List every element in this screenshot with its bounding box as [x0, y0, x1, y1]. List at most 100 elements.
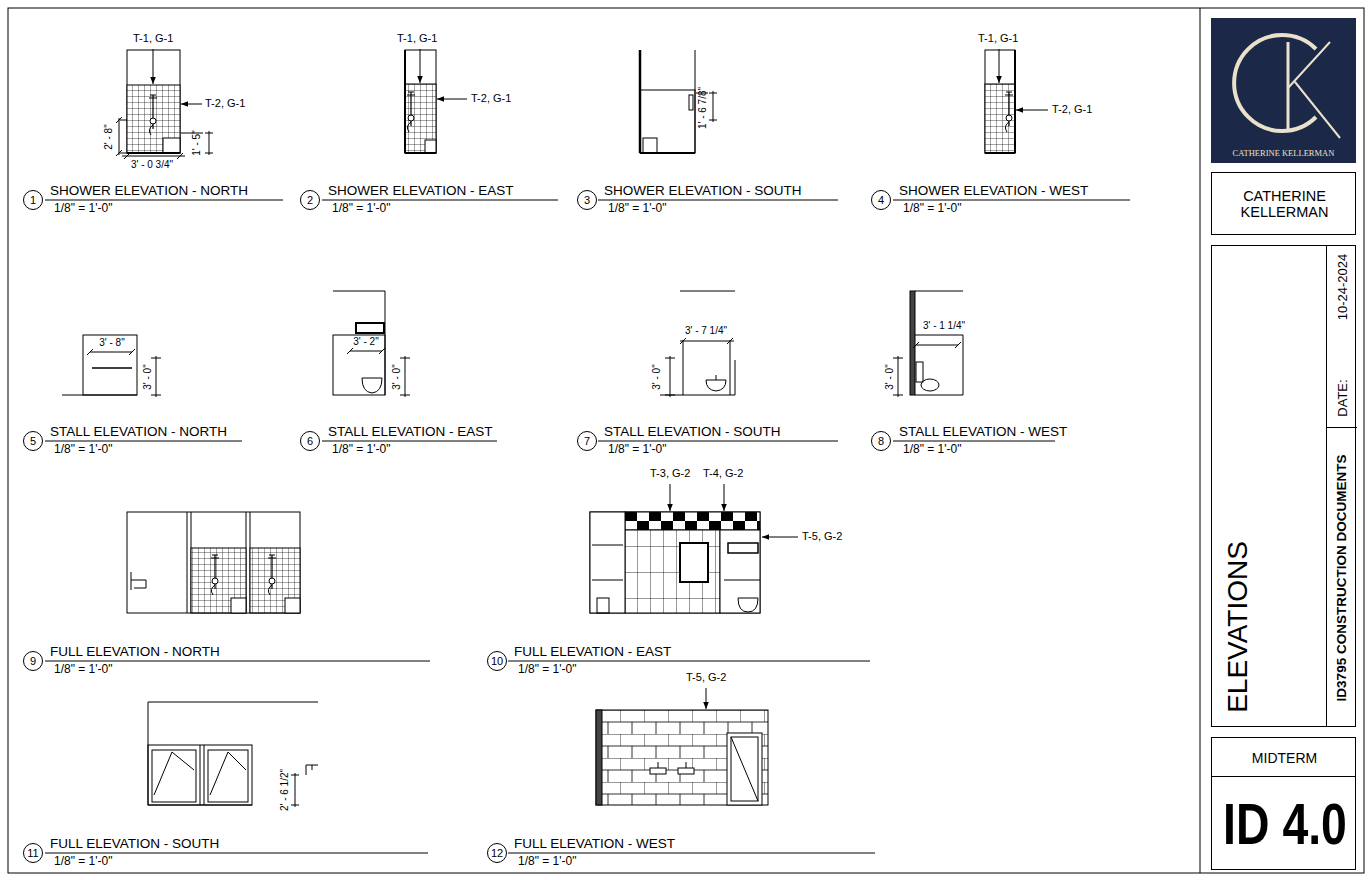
drawing-line: [1200, 8, 1201, 873]
date-cell: DATE:10-24-2024: [1326, 245, 1357, 428]
view-title: STALL ELEVATION - SOUTH: [604, 425, 781, 439]
drawing-line: [405, 84, 436, 153]
drawing-line: [437, 99, 467, 100]
stall-east-elevation: [333, 291, 410, 397]
title-underlines: [45, 200, 1130, 853]
drawing-line: [916, 362, 923, 382]
drawing-line: [985, 152, 1015, 154]
sheet-frame: [8, 8, 1364, 873]
drawing-line: [211, 555, 219, 595]
scale-note: 1/8" = 1'-0": [518, 663, 577, 675]
material-callout: T-1, G-1: [397, 33, 437, 44]
shower-north-elevation: [116, 49, 213, 159]
scale-note: 1/8" = 1'-0": [903, 202, 962, 214]
drawing-line: [625, 512, 760, 530]
date-label: DATE:: [1336, 379, 1349, 416]
drawing-line: [148, 805, 252, 806]
designer-name: CATHERINE KELLERMAN: [1225, 188, 1345, 221]
drawing-line: [122, 153, 185, 159]
callout-circles: [24, 191, 891, 863]
drawing-line: [683, 340, 735, 395]
drawing-line: [405, 50, 436, 153]
view-title: STALL ELEVATION - EAST: [328, 425, 493, 439]
callout-number: 3: [584, 195, 590, 206]
drawing-line: [8, 8, 1364, 873]
project-name: ID3795 CONSTRUCTION DOCUMENTS: [1335, 455, 1349, 702]
sheet-title: ELEVATIONS: [1224, 541, 1252, 713]
drawing-line: [578, 432, 597, 451]
view-title: SHOWER ELEVATION - WEST: [899, 184, 1088, 198]
callout-number: 5: [30, 436, 36, 447]
view-title: FULL ELEVATION - SOUTH: [50, 837, 219, 851]
drawing-line: [592, 545, 623, 580]
drawing-line: [83, 335, 137, 395]
drawing-line: [301, 191, 320, 210]
drawing-line: [1005, 92, 1013, 132]
drawing-line: [724, 580, 760, 581]
shower-south-elevation: [640, 50, 717, 153]
drawing-line: [590, 512, 625, 613]
drawing-line: [665, 356, 675, 397]
scale-note: 1/8" = 1'-0": [518, 855, 577, 867]
scale-note: 1/8" = 1'-0": [54, 202, 113, 214]
drawing-line: [1014, 50, 1016, 153]
callout-number: 2: [307, 195, 313, 206]
drawing-line: [200, 745, 204, 805]
drawing-line: [915, 291, 963, 292]
drawing-line: [333, 291, 385, 395]
drawing-line: [152, 750, 196, 802]
drawing-line: [153, 49, 154, 84]
drawing-line: [689, 95, 693, 110]
callout-number: 9: [30, 656, 36, 667]
drawing-line: [658, 762, 686, 768]
sheet-number-box: ID 4.0: [1211, 776, 1356, 870]
dimension-text: 1' - 5": [192, 130, 202, 155]
drawing-line: [724, 484, 725, 511]
dimension-text: 3' - 0": [392, 364, 402, 389]
logo: [1211, 18, 1356, 163]
drawing-line: [127, 85, 180, 153]
full-south-elevation: [148, 702, 318, 807]
material-callout: T-5, G-2: [686, 672, 726, 683]
logo-caption: CATHERINE KELLERMAN: [1233, 149, 1335, 158]
view-title: FULL ELEVATION - EAST: [514, 645, 671, 659]
view-title: SHOWER ELEVATION - SOUTH: [604, 184, 802, 198]
view-title: FULL ELEVATION - NORTH: [50, 645, 220, 659]
callout-number: 8: [878, 436, 884, 447]
drawing-line: [596, 710, 602, 805]
drawing-line: [187, 512, 250, 613]
drawing-line: [181, 104, 202, 105]
drawing-line: [405, 152, 436, 154]
drawing-line: [910, 291, 915, 395]
drawing-line: [87, 349, 135, 355]
drawing-line: [643, 138, 657, 153]
drawing-line: [1016, 110, 1048, 111]
dimension-text: 3' - 2": [353, 337, 378, 347]
drawing-line: [650, 768, 666, 774]
dimension-text: 3' - 0": [885, 364, 895, 389]
drawing-line: [985, 84, 1015, 153]
dimension-text: 3' - 0 3/4": [131, 160, 173, 170]
dimension-text: 3' - 1 1/4": [923, 321, 965, 331]
drawing-line: [999, 49, 1000, 83]
shower-east-elevation: [405, 49, 467, 153]
drawing-line: [640, 90, 695, 153]
drawing-line: [250, 548, 300, 613]
logo-box: CATHERINE KELLERMAN: [1211, 18, 1356, 163]
drawing-line: [148, 745, 252, 805]
drawing-line: [92, 367, 132, 369]
drawing-line: [731, 737, 758, 801]
drawing-line: [985, 50, 1015, 153]
view-title: SHOWER ELEVATION - NORTH: [50, 184, 248, 198]
drawing-line: [191, 548, 246, 613]
scale-note: 1/8" = 1'-0": [332, 202, 391, 214]
callout-number: 6: [307, 436, 313, 447]
drawing-line: [45, 661, 870, 662]
designer-box: CATHERINE KELLERMAN: [1211, 172, 1356, 235]
scale-note: 1/8" = 1'-0": [608, 202, 667, 214]
drawing-line: [163, 138, 180, 153]
callout-number: 10: [491, 656, 503, 667]
sheet-number: ID 4.0: [1223, 795, 1347, 853]
